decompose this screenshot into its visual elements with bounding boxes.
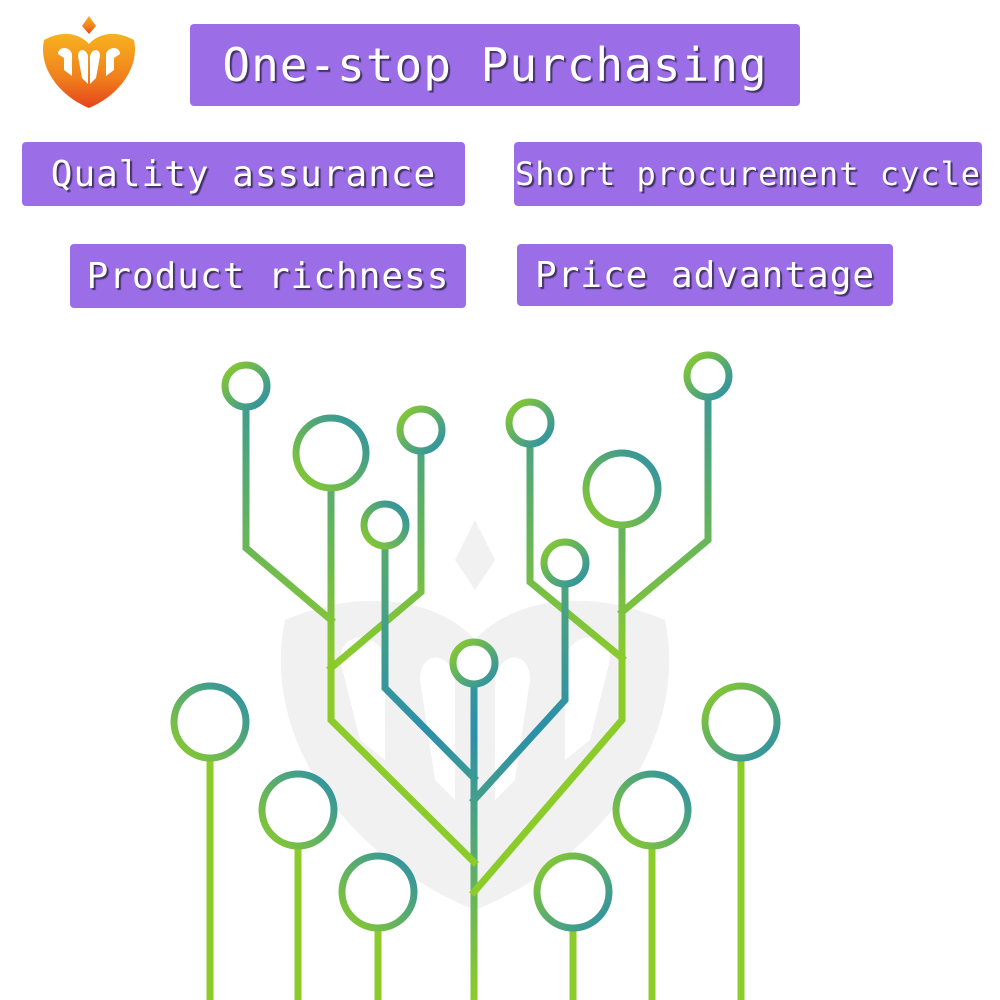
circuit-tree-icon [170, 351, 781, 1000]
node-circle [683, 351, 733, 401]
node-circle [396, 405, 446, 455]
node-circle [505, 398, 555, 448]
feature-tag-quality: Quality assurance [22, 142, 465, 206]
brand-logo-icon [43, 16, 135, 109]
node-circle [221, 361, 271, 411]
node-circle [338, 852, 418, 932]
branch-left-top [242, 404, 336, 625]
node-circle [449, 638, 499, 688]
branch-left-main [327, 478, 479, 867]
feature-tag-product-richness: Product richness [70, 244, 466, 308]
feature-tag-price-advantage: Price advantage [517, 244, 893, 306]
branch-right-mid [526, 444, 627, 663]
feature-tag-short-cycle: Short procurement cycle [514, 142, 982, 206]
node-circle [540, 538, 590, 588]
node-circle [533, 852, 613, 932]
node-circle [612, 770, 692, 850]
page-title: One-stop Purchasing [190, 24, 800, 106]
branch-right-inner [469, 581, 569, 805]
branch-right-top [617, 394, 712, 617]
node-circle [582, 449, 662, 529]
node-circle [292, 414, 370, 492]
branch-right-main [469, 519, 626, 897]
node-circle [170, 682, 250, 762]
node-circle [258, 770, 338, 850]
branch-left-inner [381, 544, 479, 783]
branch-left-mid [326, 451, 425, 673]
node-circle [701, 682, 781, 762]
node-circle [360, 500, 410, 550]
